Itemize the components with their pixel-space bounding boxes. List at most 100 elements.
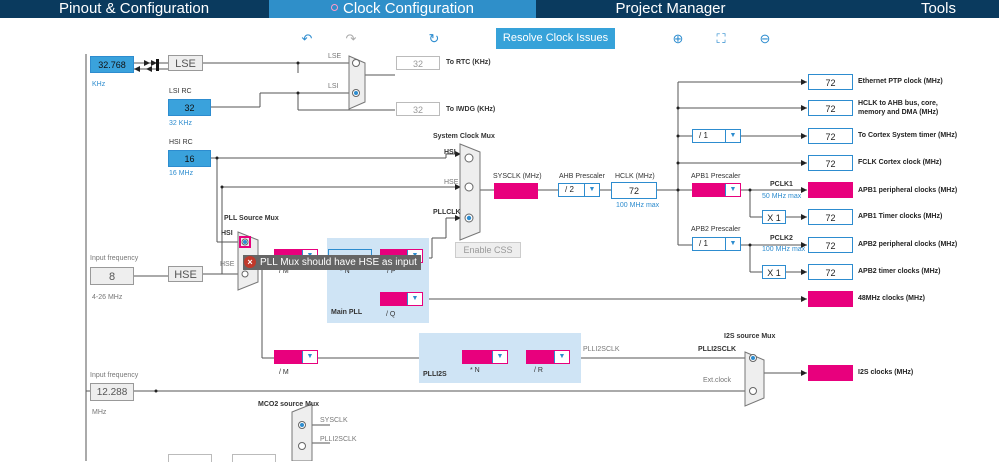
apb2-timer-clocks-label: APB2 timer clocks (MHz) — [858, 268, 941, 275]
tooltip-text: PLL Mux should have HSE as input — [260, 257, 417, 268]
hclk-ahb-value[interactable]: 72 — [808, 100, 853, 116]
pll-p-label: / P — [387, 268, 396, 275]
ahb-prescaler-value: / 2 — [565, 185, 574, 194]
cortex-divider-value: / 1 — [699, 131, 708, 140]
apb1-prescaler-select[interactable]: ▼ — [692, 183, 741, 197]
rtc-mux-lse-label: LSE — [328, 53, 342, 60]
tab-tools[interactable]: Tools — [805, 0, 999, 18]
chevron-down-icon: ▼ — [584, 184, 599, 196]
resolve-clock-issues-button[interactable]: Resolve Clock Issues — [496, 28, 615, 49]
apb2-prescaler-select[interactable]: / 1▼ — [692, 237, 741, 251]
mco2-sysclk-label: SYSCLK — [320, 417, 348, 424]
mco-partial-box — [168, 454, 212, 462]
rtc-mux — [348, 55, 366, 110]
plli2s-out-label: PLLI2SCLK — [583, 346, 620, 353]
tab-pinout[interactable]: Pinout & Configuration — [0, 0, 268, 18]
fclk-cortex-value[interactable]: 72 — [808, 155, 853, 171]
pll-src-hsi-label: HSI — [221, 230, 233, 237]
lsi-value: 32 — [168, 99, 211, 116]
i2s-clocks-value[interactable] — [808, 365, 853, 381]
modified-dot-icon — [331, 3, 339, 11]
pll-q-label: / Q — [386, 311, 396, 318]
error-icon: × — [244, 256, 256, 268]
i2s-mux-ext-label: Ext.clock — [703, 377, 732, 384]
hsi-value: 16 — [168, 150, 211, 167]
i2s-clocks-label: I2S clocks (MHz) — [858, 369, 914, 376]
apb2-timer-multiplier: X 1 — [762, 265, 786, 279]
i2s-ext-frequency-input[interactable]: 12.288 — [90, 383, 134, 401]
system-clock-mux-title: System Clock Mux — [433, 133, 495, 140]
pll-m-label: / M — [279, 268, 289, 275]
hse-frequency-input[interactable]: 8 — [90, 267, 134, 285]
ahb-prescaler-label: AHB Prescaler — [559, 173, 605, 180]
rtc-value: 32 — [396, 56, 440, 70]
hclk-max: 100 MHz max — [616, 202, 660, 209]
hclk-label: HCLK (MHz) — [615, 173, 655, 180]
apb2-peripheral-clocks-value[interactable]: 72 — [808, 237, 853, 253]
apb1-timer-multiplier: X 1 — [762, 210, 786, 224]
pll-source-mux-title: PLL Source Mux — [224, 215, 279, 222]
cortex-system-timer-label: To Cortex System timer (MHz) — [858, 132, 958, 139]
apb2-prescaler-label: APB2 Prescaler — [691, 226, 741, 233]
apb1-timer-clocks-value[interactable]: 72 — [808, 209, 853, 225]
mco-partial-box — [232, 454, 276, 462]
cortex-timer-divider-select[interactable]: / 1 ▼ — [692, 129, 741, 143]
plli2s-r-divider-select[interactable]: ▼ — [526, 350, 570, 364]
apb1-peripheral-clocks-label: APB1 peripheral clocks (MHz) — [858, 187, 958, 194]
redo-icon[interactable]: ↷ — [345, 31, 357, 46]
ahb-prescaler-select[interactable]: / 2 ▼ — [558, 183, 600, 197]
pll-mux-error-tooltip: × PLL Mux should have HSE as input — [243, 255, 421, 270]
tab-clock-configuration[interactable]: Clock Configuration — [269, 0, 536, 18]
apb1-peripheral-clocks-value[interactable]: 72 — [808, 182, 853, 198]
pclk1-max: 50 MHz max — [762, 193, 802, 200]
sysclk-value[interactable]: 168 — [494, 183, 538, 199]
hse-input-frequency-title: Input frequency — [90, 255, 139, 262]
tab-label: Tools — [920, 0, 956, 17]
pclk2-label: PCLK2 — [770, 235, 793, 242]
48mhz-clocks-value[interactable]: 48 — [808, 291, 853, 307]
ethernet-ptp-clock-value[interactable]: 72 — [808, 74, 853, 90]
zoom-in-icon[interactable]: ⊕ — [672, 31, 684, 46]
zoom-out-icon[interactable]: ⊖ — [759, 31, 771, 46]
sysclk-mux-hse-label: HSE — [444, 179, 459, 186]
chevron-down-icon: ▼ — [725, 130, 740, 142]
hclk-input[interactable]: 72 — [611, 182, 657, 199]
iwdg-value: 32 — [396, 102, 440, 116]
plli2s-n-multiplier-select[interactable]: ▼ — [462, 350, 508, 364]
main-pll-title: Main PLL — [331, 309, 363, 316]
enable-css-button[interactable]: Enable CSS — [455, 242, 521, 258]
rtc-mux-lsi-label: LSI — [328, 83, 339, 90]
cortex-system-timer-value[interactable]: 72 — [808, 128, 853, 144]
fclk-cortex-label: FCLK Cortex clock (MHz) — [858, 159, 942, 166]
chevron-down-icon: ▼ — [407, 293, 422, 305]
mco2-source-mux — [291, 403, 313, 461]
mco2-plli2sclk-label: PLLI2SCLK — [320, 436, 357, 443]
undo-icon[interactable]: ↶ — [301, 31, 313, 46]
lse-frequency-input[interactable]: 32.768 — [90, 56, 134, 73]
pll-q-divider-select[interactable]: ▼ — [380, 292, 423, 306]
sysclk-label: SYSCLK (MHz) — [493, 173, 542, 180]
pclk1-label: PCLK1 — [770, 181, 793, 188]
refresh-icon[interactable]: ↻ — [428, 31, 440, 46]
fit-icon[interactable]: ⛶ — [716, 31, 726, 46]
apb2-timer-clocks-value[interactable]: 72 — [808, 264, 853, 280]
lse-source-box: LSE — [168, 55, 203, 71]
i2s-source-mux-title: I2S source Mux — [724, 333, 776, 340]
iwdg-label: To IWDG (KHz) — [446, 106, 496, 113]
mco2-source-mux-title: MCO2 source Mux — [258, 401, 320, 408]
tab-label: Project Manager — [615, 0, 726, 17]
apb1-prescaler-label: APB1 Prescaler — [691, 173, 741, 180]
tab-label: Pinout & Configuration — [58, 0, 210, 17]
hsi-title: HSI RC — [169, 139, 193, 146]
apb2-prescaler-value: / 1 — [699, 239, 708, 248]
pll-src-hse-label: HSE — [220, 261, 235, 268]
sysclk-mux-hsi-label: HSI — [444, 149, 456, 156]
tab-project-manager[interactable]: Project Manager — [537, 0, 804, 18]
chevron-down-icon: ▼ — [554, 351, 569, 363]
plli2s-r-label: / R — [534, 367, 543, 374]
plli2s-m-divider-select[interactable]: ▼ — [274, 350, 318, 364]
pll-n-label: * N — [340, 268, 350, 275]
lsi-title: LSI RC — [169, 88, 192, 95]
rtc-label: To RTC (KHz) — [446, 59, 491, 66]
